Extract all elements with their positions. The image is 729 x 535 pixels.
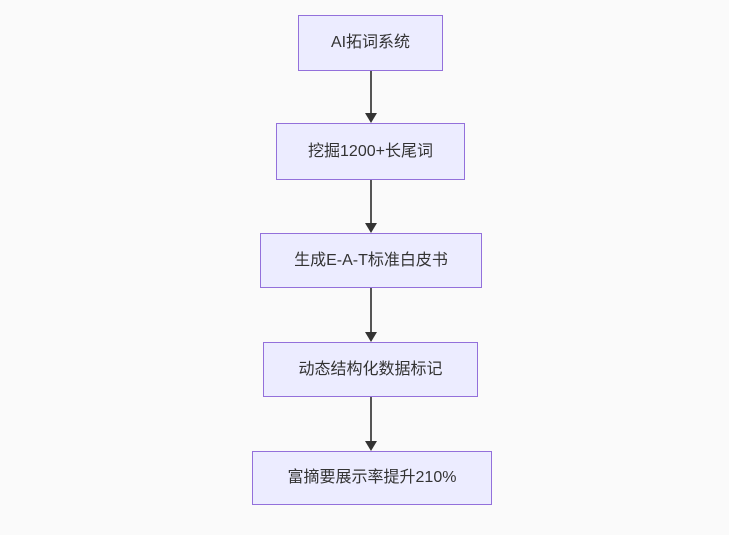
edge-line-4-5 [370,397,372,441]
flow-node-rich-snippet-uplift: 富摘要展示率提升210% [252,451,492,505]
arrowhead-down-icon [365,441,377,451]
flow-node-label: 挖掘1200+长尾词 [308,142,433,160]
flow-node-label: 动态结构化数据标记 [298,360,443,378]
flow-node-eat-whitepaper: 生成E-A-T标准白皮书 [260,233,482,288]
arrowhead-down-icon [365,223,377,233]
flow-node-label: 富摘要展示率提升210% [287,469,457,487]
edge-line-3-4 [370,288,372,332]
arrowhead-down-icon [365,113,377,123]
arrowhead-down-icon [365,332,377,342]
flow-node-longtail-mining: 挖掘1200+长尾词 [276,123,465,180]
edge-line-2-3 [370,180,372,223]
flow-node-label: 生成E-A-T标准白皮书 [294,251,448,269]
flow-node-label: AI拓词系统 [330,34,411,52]
flow-node-ai-keyword-system: AI拓词系统 [298,15,443,71]
edge-line-1-2 [370,71,372,113]
flow-node-structured-data-markup: 动态结构化数据标记 [263,342,478,397]
